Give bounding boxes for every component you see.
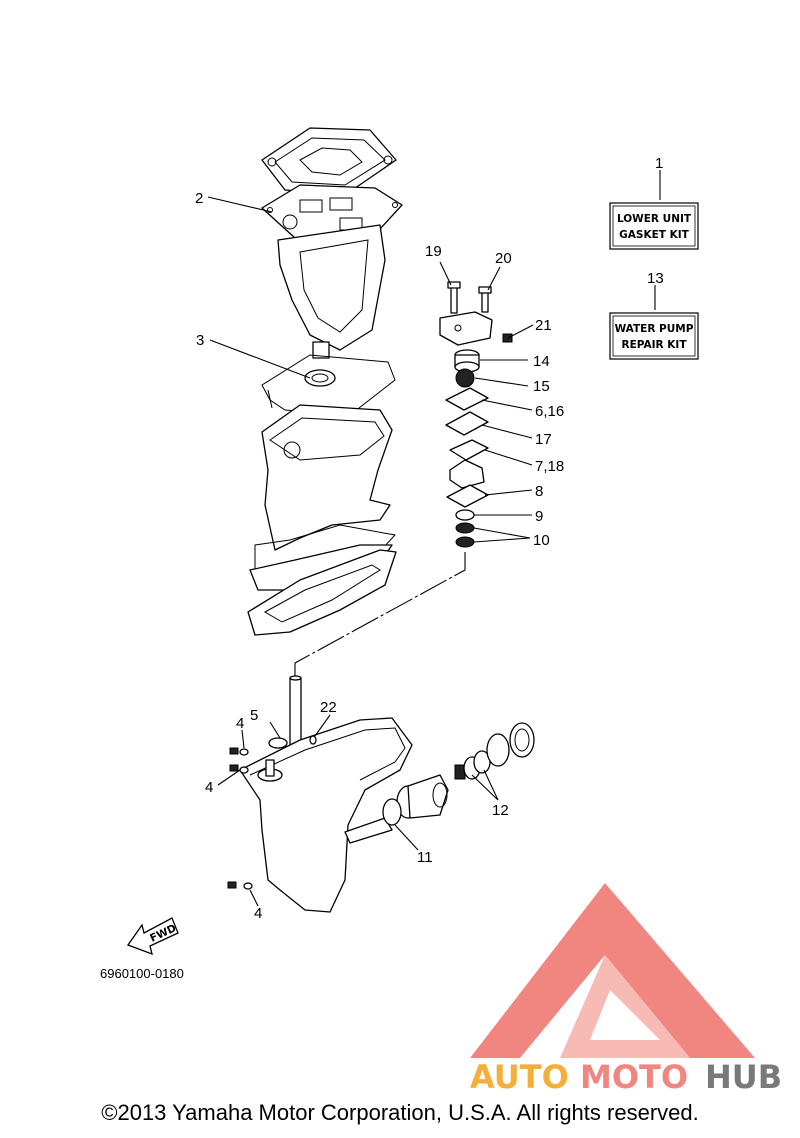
callout-2: 2 — [195, 190, 203, 207]
callout-4-bottom: 4 — [254, 905, 262, 922]
callout-19: 19 — [425, 243, 442, 260]
callout-5: 5 — [250, 707, 258, 724]
callout-4-top: 4 — [236, 715, 244, 732]
svg-text:LOWER UNIT: LOWER UNIT — [617, 213, 692, 225]
fwd-arrow-icon: FWD — [126, 917, 179, 956]
exhaust-guide — [277, 224, 386, 359]
callout-20: 20 — [495, 250, 512, 267]
upper-casing — [249, 404, 396, 591]
svg-text:HUB: HUB — [705, 1058, 782, 1096]
automotohub-logo: AUTO MOTO HUB — [470, 883, 782, 1096]
bolts-4 — [227, 747, 253, 890]
water-pump-repair-kit-box: WATER PUMP REPAIR KIT — [609, 312, 699, 360]
lower-unit-gasket-kit-box: LOWER UNIT GASKET KIT — [609, 202, 699, 250]
svg-text:MOTO: MOTO — [580, 1058, 688, 1096]
callout-17: 17 — [535, 431, 552, 448]
copyright-notice: ©2013 Yamaha Motor Corporation, U.S.A. A… — [101, 1100, 699, 1125]
callout-12: 12 — [492, 802, 509, 819]
callout-10: 10 — [533, 532, 550, 549]
callout-7-18: 7,18 — [535, 458, 564, 475]
o-ring-5 — [268, 737, 288, 749]
seal-3 — [304, 369, 336, 387]
o-ring-11 — [382, 798, 402, 826]
callout-6-16: 6,16 — [535, 403, 564, 420]
callout-labels: 1 2 3 13 19 20 21 14 15 6,16 17 7,18 8 9… — [195, 155, 664, 922]
callout-21: 21 — [535, 317, 552, 334]
callout-15: 15 — [533, 378, 550, 395]
callout-3: 3 — [196, 332, 204, 349]
alignment-line — [294, 552, 466, 680]
callout-11: 11 — [417, 849, 433, 866]
lower-cover-plate — [247, 549, 397, 636]
gasket-ring — [261, 354, 396, 416]
svg-text:GASKET KIT: GASKET KIT — [619, 229, 689, 241]
callout-8: 8 — [535, 483, 543, 500]
svg-text:AUTO: AUTO — [470, 1058, 569, 1096]
callout-14: 14 — [533, 353, 550, 370]
svg-text:WATER PUMP: WATER PUMP — [615, 323, 694, 335]
water-pump-parts — [439, 281, 513, 548]
leader-lines — [207, 170, 661, 907]
prop-shaft-housing — [396, 722, 535, 819]
callout-13: 13 — [647, 270, 664, 287]
callout-4-mid: 4 — [205, 779, 213, 796]
upper-mount-plate — [261, 127, 397, 196]
callout-9: 9 — [535, 508, 543, 525]
lower-gearcase — [239, 717, 413, 913]
callout-22: 22 — [320, 699, 337, 716]
o-ring-22 — [309, 735, 317, 745]
diagram-code: 6960100-0180 — [100, 966, 184, 981]
callout-1: 1 — [655, 155, 663, 172]
svg-text:REPAIR KIT: REPAIR KIT — [622, 339, 688, 351]
